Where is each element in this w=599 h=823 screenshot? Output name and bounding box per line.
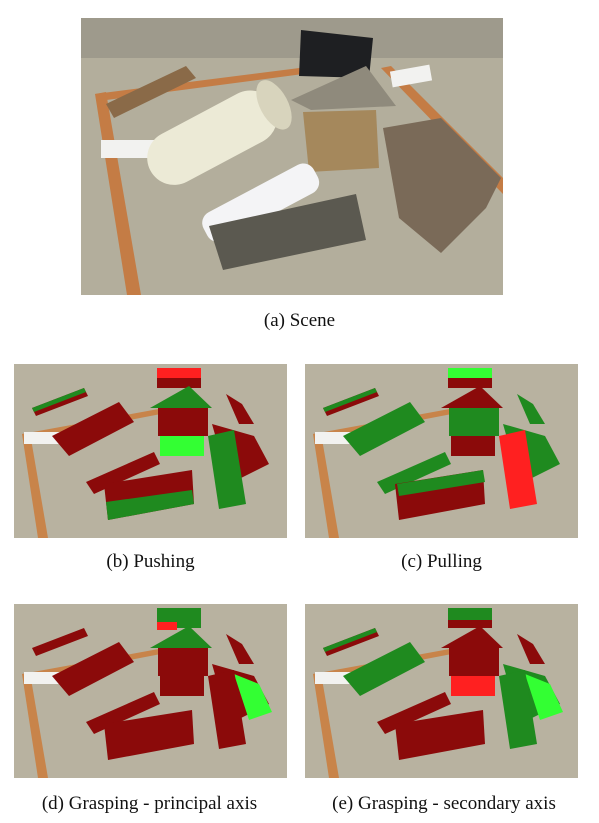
scene-photo: [81, 18, 503, 295]
panel-pulling: [305, 364, 578, 538]
caption-e: (e) Grasping - secondary axis: [332, 793, 556, 814]
caption-b: (b) Pushing: [106, 551, 195, 572]
caption-d: (d) Grasping - principal axis: [41, 793, 258, 814]
caption-a: (a) Scene: [263, 310, 336, 331]
panel-grasping-secondary: [305, 604, 578, 778]
panel-pushing: [14, 364, 287, 538]
panel-grasping-principal: [14, 604, 287, 778]
caption-c: (c) Pulling: [401, 551, 482, 572]
